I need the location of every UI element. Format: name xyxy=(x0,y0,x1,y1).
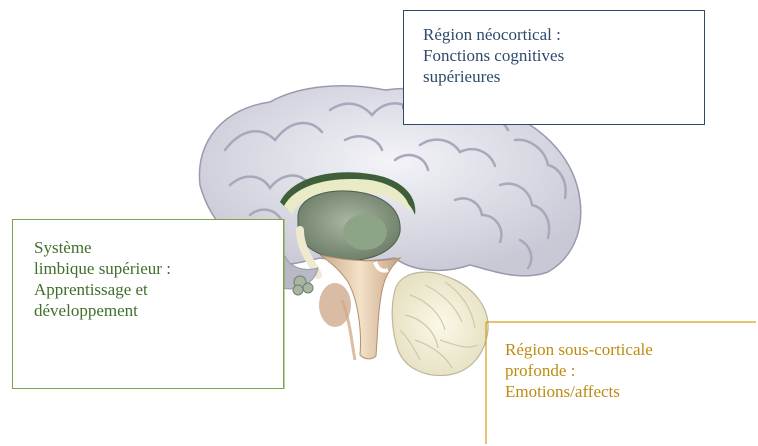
limbic-line-3: Apprentissage et xyxy=(34,279,171,300)
neocortical-line-1: Région néocortical : xyxy=(423,24,564,45)
neocortical-line-2: Fonctions cognitives xyxy=(423,45,564,66)
thalamus xyxy=(343,214,387,250)
subcortical-line-3: Emotions/affects xyxy=(505,381,653,402)
limbic-line-4: développement xyxy=(34,300,171,321)
limbic-label: Système limbique supérieur : Apprentissa… xyxy=(34,237,171,321)
pons xyxy=(319,283,351,327)
neocortical-label: Région néocortical : Fonctions cognitive… xyxy=(423,24,564,87)
subcortical-line-1: Région sous-corticale xyxy=(505,339,653,360)
limbic-line-2: limbique supérieur : xyxy=(34,258,171,279)
subcortical-label: Région sous-corticale profonde : Emotion… xyxy=(505,339,653,402)
limbic-line-1: Système xyxy=(34,237,171,258)
neocortical-line-3: supérieures xyxy=(423,66,564,87)
subcortical-line-2: profonde : xyxy=(505,360,653,381)
